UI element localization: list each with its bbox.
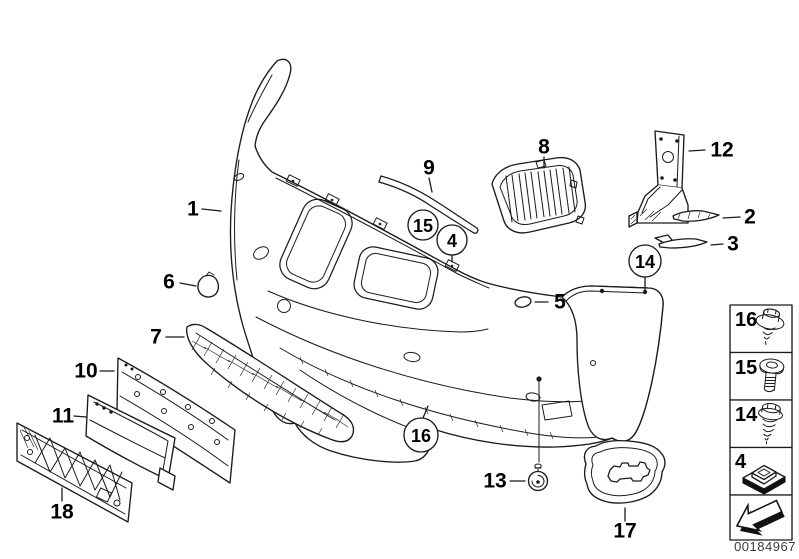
svg-text:14: 14: [635, 252, 655, 272]
circled-callout-16[interactable]: 16: [403, 417, 439, 453]
part-13-expanding-clip[interactable]: [527, 463, 549, 492]
callout-7[interactable]: 7: [150, 326, 162, 349]
kidney-opening-left: [279, 198, 353, 290]
circled-callout-14[interactable]: 14: [628, 244, 662, 278]
legend-row-15[interactable]: 15: [729, 351, 793, 401]
part-5-cap[interactable]: [514, 295, 532, 308]
hex-washer-tapping-screw-icon: [758, 402, 783, 445]
callout-13[interactable]: 13: [483, 470, 506, 493]
part-10-plate-base[interactable]: [116, 357, 236, 484]
svg-text:16: 16: [735, 309, 757, 331]
tow-hook-cover: [541, 400, 573, 421]
leader-lines: [61, 149, 741, 522]
callout-3[interactable]: 3: [727, 233, 739, 256]
grille-slats: [505, 166, 576, 223]
kidney-opening-right: [353, 246, 439, 310]
part-3-clip-strip[interactable]: [654, 234, 708, 249]
callout-18[interactable]: 18: [50, 501, 74, 524]
callout-10[interactable]: 10: [74, 360, 97, 383]
circled-callout-4[interactable]: 4: [436, 224, 468, 256]
svg-text:16: 16: [411, 426, 431, 446]
callout-2[interactable]: 2: [744, 206, 756, 229]
part-12-bracket[interactable]: [628, 130, 689, 228]
square-clip-nut-icon: [742, 464, 786, 495]
svg-text:15: 15: [413, 216, 433, 236]
callout-12[interactable]: 12: [710, 139, 733, 162]
part-6-cap[interactable]: [197, 271, 220, 298]
diagram-part-number: 00184967: [734, 539, 796, 554]
svg-text:15: 15: [735, 357, 757, 379]
absorber-brace: [34, 437, 121, 501]
part-17-gasket-pad[interactable]: [583, 439, 666, 504]
part-2-insert-strip[interactable]: [672, 210, 720, 222]
svg-text:4: 4: [735, 451, 747, 473]
fastener-legend: 16 15 14: [729, 304, 793, 544]
legend-row-arrow[interactable]: [729, 494, 793, 544]
svg-text:4: 4: [447, 231, 457, 251]
svg-text:14: 14: [735, 404, 758, 426]
part-9-trim-strip[interactable]: [378, 175, 479, 234]
mounting-tab: [285, 174, 460, 272]
legend-row-14[interactable]: 14: [729, 399, 793, 449]
callout-1[interactable]: 1: [187, 198, 199, 221]
callout-11[interactable]: 11: [52, 405, 75, 428]
callout-8[interactable]: 8: [538, 136, 550, 159]
part-8-kidney-grille[interactable]: [491, 156, 587, 234]
callout-17[interactable]: 17: [613, 520, 636, 543]
part-7-lower-grille[interactable]: [186, 323, 355, 443]
direction-arrow-icon: [735, 499, 785, 536]
part-11-plate-holder[interactable]: [85, 394, 176, 491]
circled-callout-15[interactable]: 15: [407, 209, 439, 241]
round-head-screw-icon: [759, 358, 785, 393]
callout-5[interactable]: 5: [554, 291, 566, 314]
legend-row-4[interactable]: 4: [729, 446, 793, 496]
flanged-hex-tapping-screw-icon: [755, 308, 785, 346]
part-14-flap[interactable]: [561, 285, 664, 443]
legend-row-16[interactable]: 16: [729, 304, 793, 354]
callout-6[interactable]: 6: [163, 271, 175, 294]
mesh-hatch: [191, 340, 349, 428]
part-18-impact-absorber[interactable]: [16, 422, 133, 523]
callout-9[interactable]: 9: [423, 157, 435, 180]
